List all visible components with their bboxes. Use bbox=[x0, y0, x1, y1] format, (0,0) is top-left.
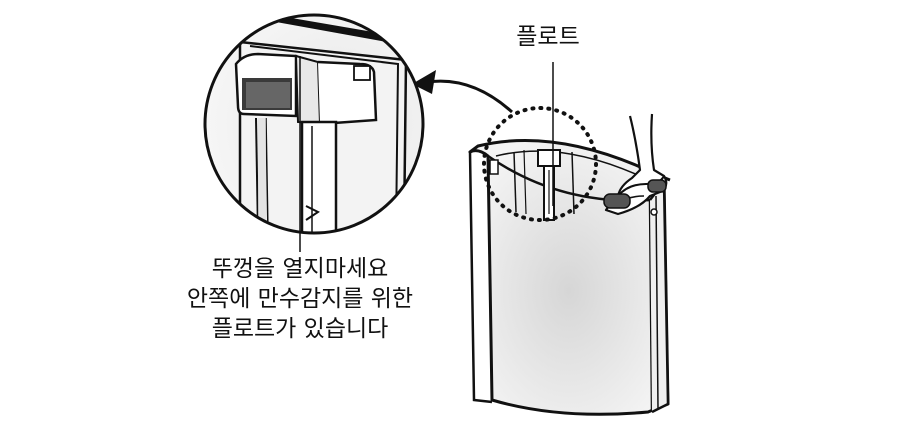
hand-illustration bbox=[603, 113, 668, 216]
caption-line-1: 뚜껑을 열지마세요 bbox=[211, 256, 389, 282]
zoom-arrow bbox=[412, 70, 514, 114]
zoom-detail bbox=[203, 13, 425, 235]
caption-line-3: 플로트가 있습니다 bbox=[211, 316, 389, 342]
highlight-circle bbox=[482, 106, 598, 222]
caption-line-2: 안쪽에 만수감지를 위한 bbox=[186, 286, 414, 312]
float-label: 플로트 bbox=[516, 24, 580, 50]
caption: 뚜껑을 열지마세요 안쪽에 만수감지를 위한 플로트가 있습니다 bbox=[140, 254, 460, 344]
